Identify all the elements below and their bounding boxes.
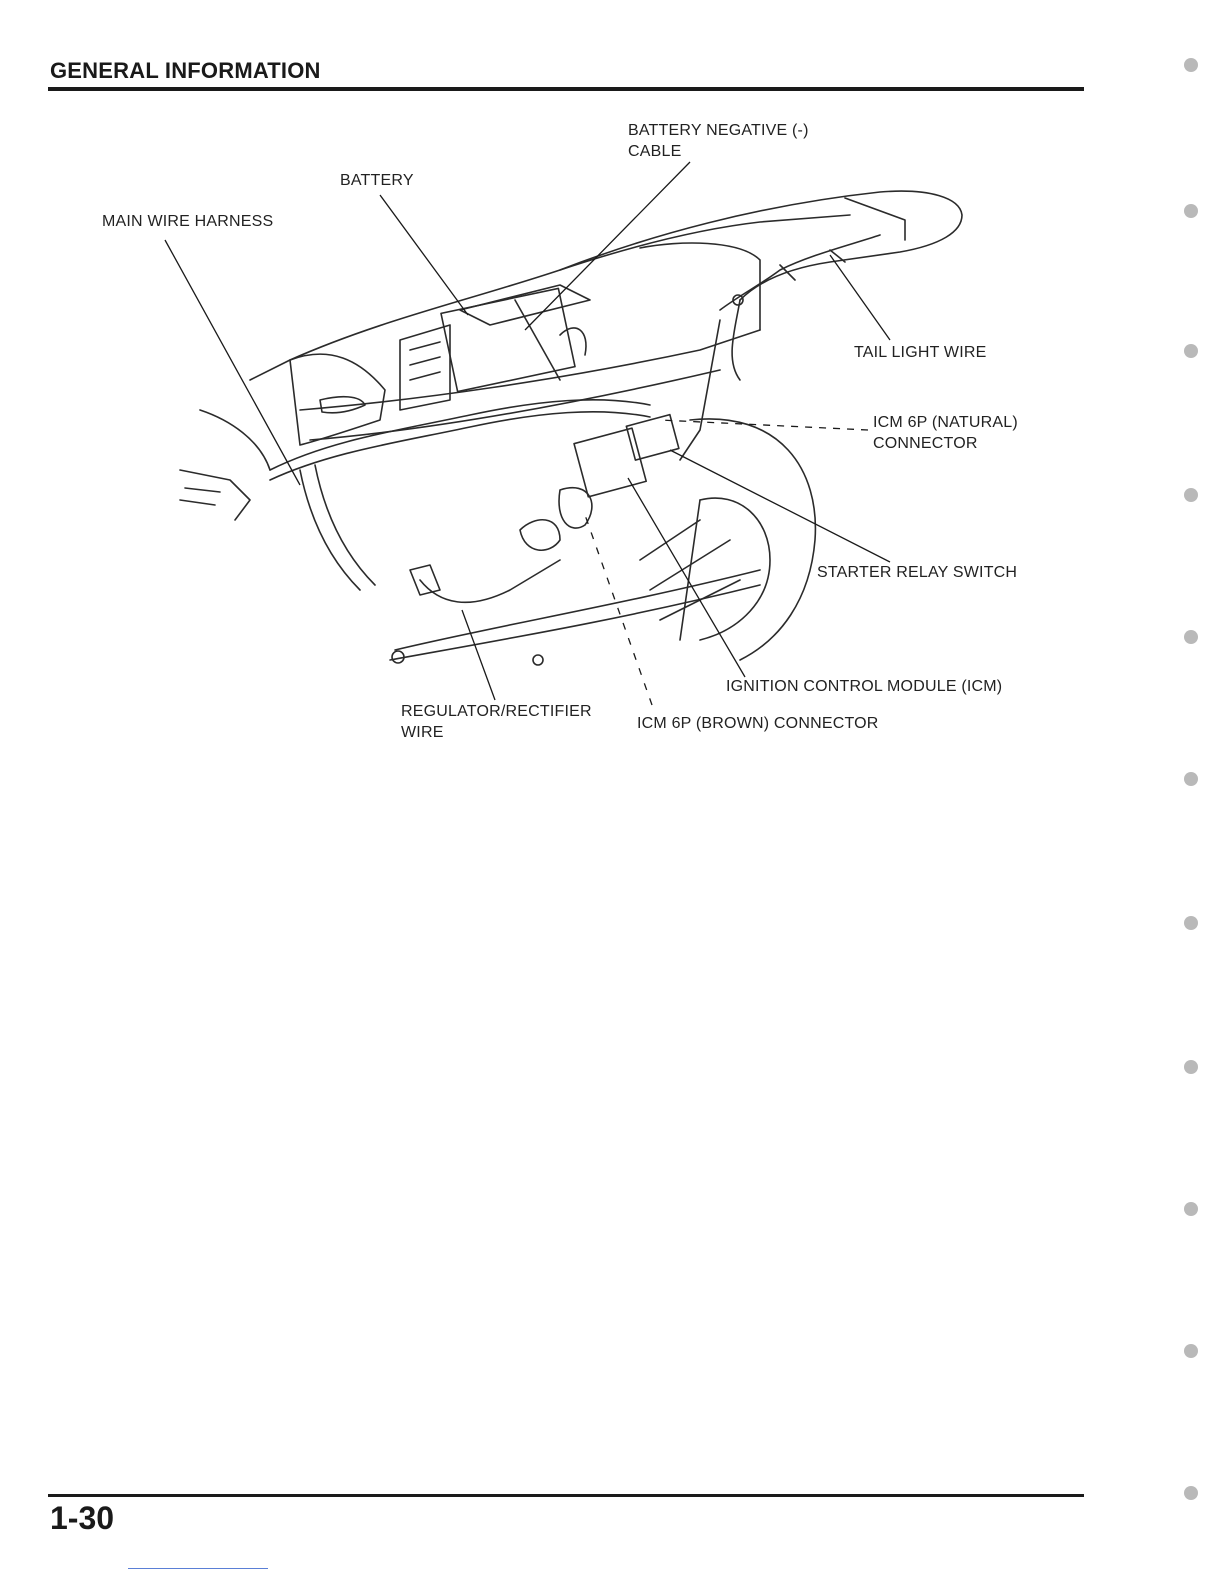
wiring-illustration	[0, 0, 1224, 800]
label-regulator-line2: WIRE	[401, 722, 444, 743]
leader-starter-relay	[670, 450, 890, 562]
label-icm: IGNITION CONTROL MODULE (ICM)	[726, 676, 1002, 697]
binder-hole	[1184, 1486, 1198, 1500]
seat-outline	[290, 191, 962, 360]
leader-main-harness	[165, 240, 300, 485]
binder-hole	[1184, 488, 1198, 502]
binder-hole	[1184, 204, 1198, 218]
label-starter-relay-switch: STARTER RELAY SWITCH	[817, 562, 1017, 583]
rear-wheel	[690, 419, 815, 660]
binder-hole	[1184, 772, 1198, 786]
footer-rule	[48, 1494, 1084, 1497]
frame-rail	[300, 330, 760, 410]
binder-hole	[1184, 1060, 1198, 1074]
label-battery-negative-cable-line2: CABLE	[628, 141, 681, 162]
label-icm-brown: ICM 6P (BROWN) CONNECTOR	[637, 713, 879, 734]
binder-hole	[1184, 344, 1198, 358]
leader-negative-cable	[525, 162, 690, 330]
icm-body	[574, 428, 646, 497]
scan-mark	[128, 1568, 268, 1569]
leader-icm-natural	[660, 420, 868, 430]
regulator-wire	[420, 560, 560, 602]
tail-light-wire	[720, 235, 880, 310]
swingarm	[390, 585, 760, 660]
label-battery: BATTERY	[340, 170, 414, 191]
battery-box	[441, 288, 575, 391]
binder-hole	[1184, 1202, 1198, 1216]
page-number: 1-30	[50, 1500, 114, 1537]
leader-tail-light	[830, 255, 890, 340]
label-main-wire-harness: MAIN WIRE HARNESS	[102, 211, 273, 232]
binder-hole	[1184, 58, 1198, 72]
leader-battery	[380, 195, 468, 315]
label-icm-natural-line2: CONNECTOR	[873, 433, 978, 454]
leader-regulator	[462, 610, 495, 700]
binder-hole	[1184, 916, 1198, 930]
label-battery-negative-cable-line1: BATTERY NEGATIVE (-)	[628, 120, 809, 141]
label-regulator-line1: REGULATOR/RECTIFIER	[401, 701, 592, 722]
label-icm-natural-line1: ICM 6P (NATURAL)	[873, 412, 1018, 433]
binder-hole	[1184, 1344, 1198, 1358]
leader-icm-brown	[585, 515, 652, 705]
label-tail-light-wire: TAIL LIGHT WIRE	[854, 342, 987, 363]
side-cover	[290, 354, 385, 445]
binder-hole	[1184, 630, 1198, 644]
